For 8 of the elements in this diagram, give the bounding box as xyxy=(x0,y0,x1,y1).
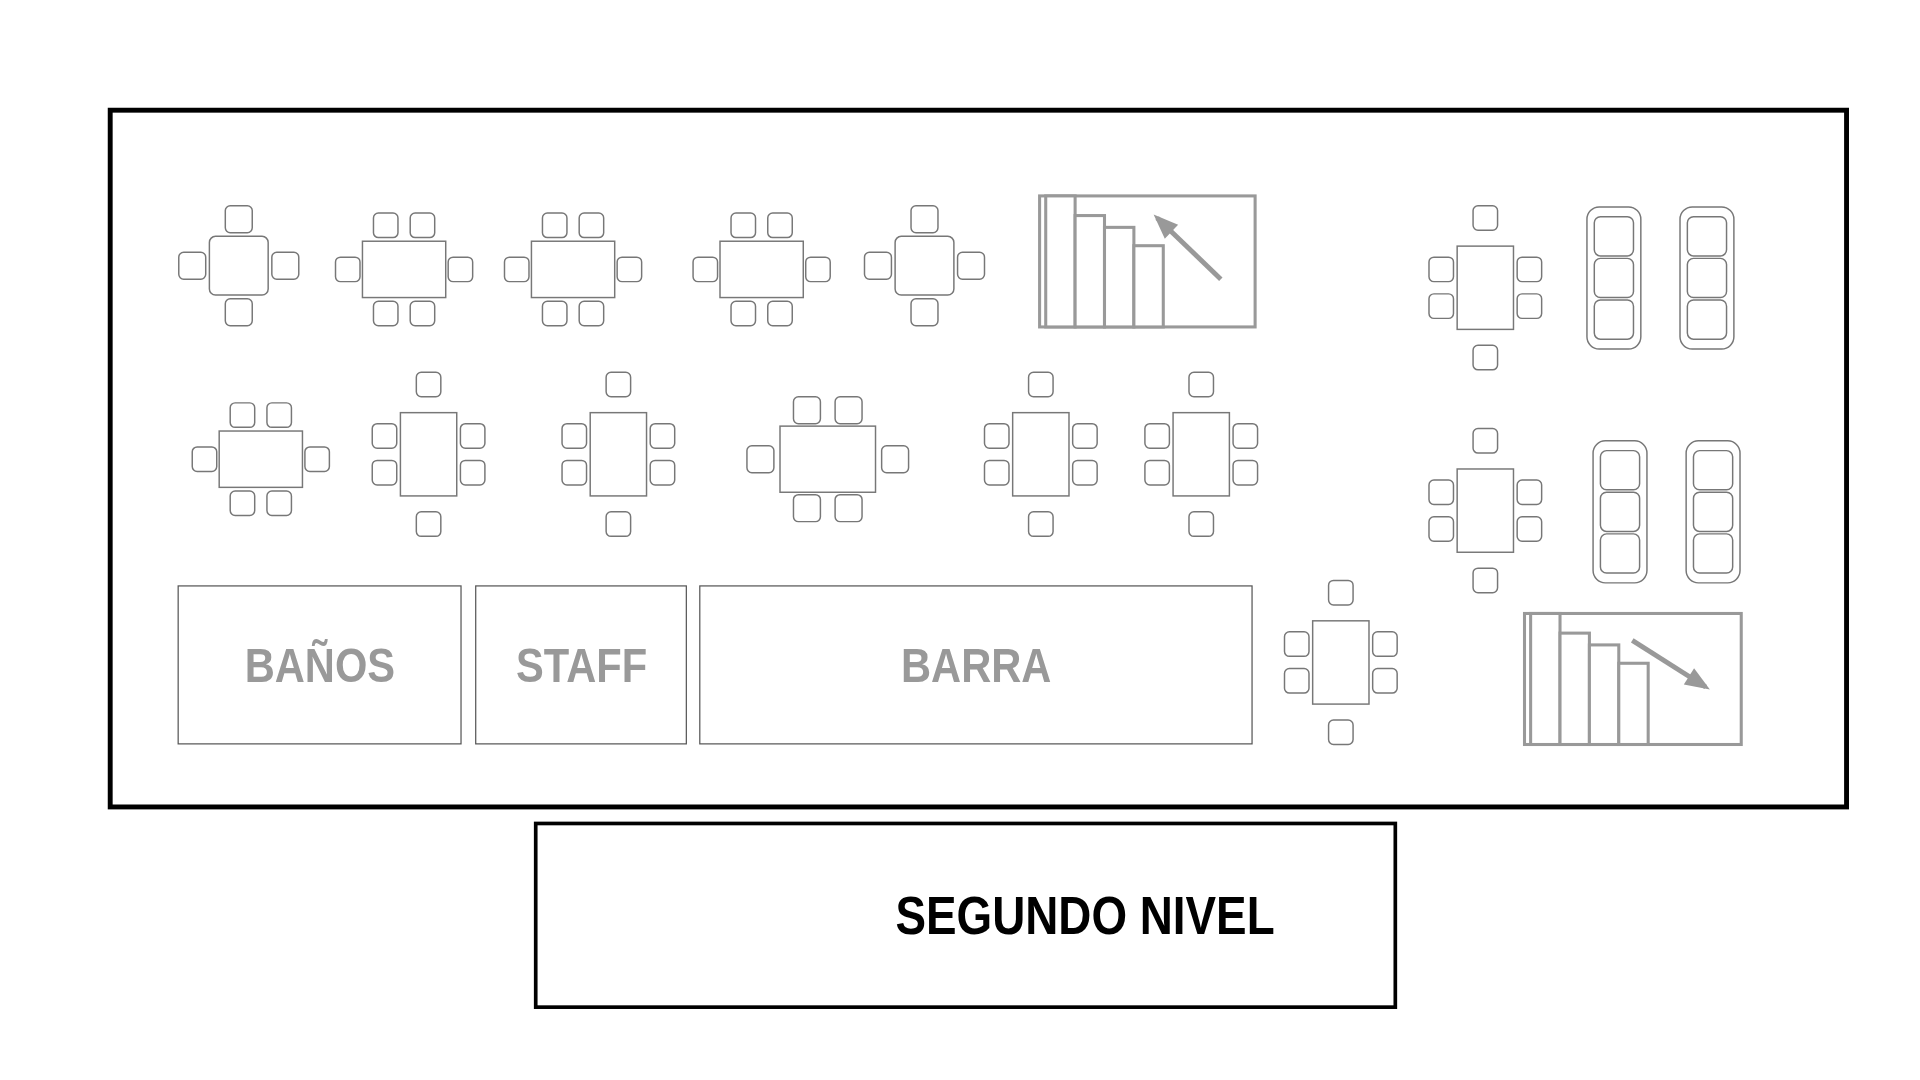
room-name: STAFF xyxy=(515,637,647,693)
room-box xyxy=(475,585,687,745)
room-name: BARRA xyxy=(900,637,1052,693)
level-title: SEGUNDO NIVEL xyxy=(895,884,1275,946)
room-box xyxy=(699,585,1253,745)
level-panel xyxy=(533,821,1398,1009)
room-box xyxy=(177,585,462,745)
room-name: BAÑOS xyxy=(244,637,395,693)
